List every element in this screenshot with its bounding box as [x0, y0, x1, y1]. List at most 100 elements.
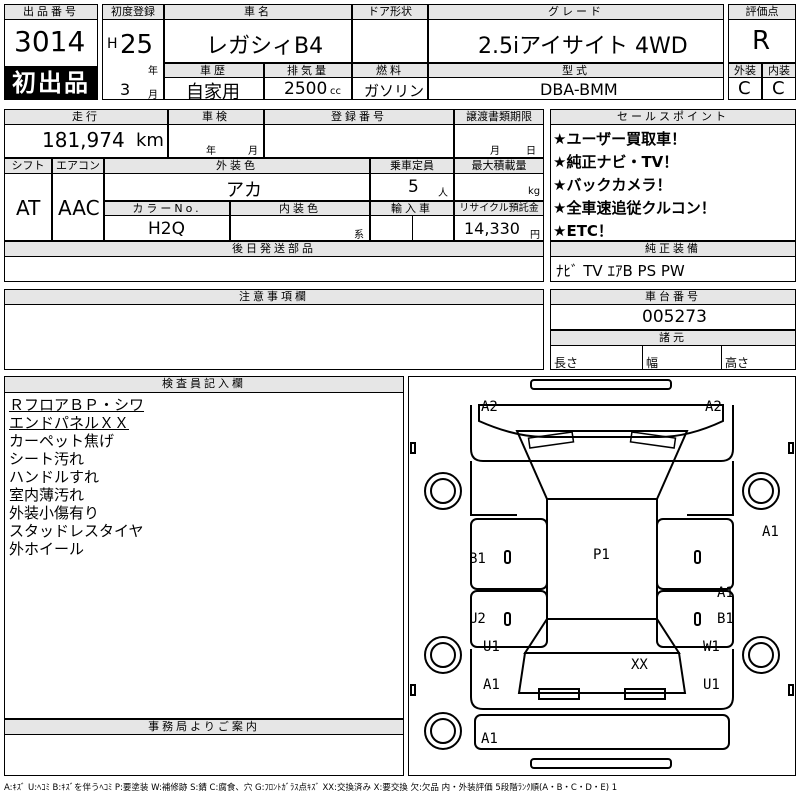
- recycle-label: リサイクル預託金: [454, 201, 544, 216]
- caution-cell: [4, 304, 544, 370]
- int-color-unit: 系: [354, 230, 364, 241]
- maxload-unit: kg: [528, 186, 541, 197]
- shift-cell: [4, 173, 52, 241]
- inspection-month-unit: 月: [248, 146, 258, 157]
- int-color-cell: [230, 215, 370, 241]
- damage-mark: W1: [703, 639, 720, 655]
- color-no: H2Q: [148, 219, 185, 239]
- specs-divider: [721, 345, 722, 370]
- genuine-equipment-cell: [550, 256, 796, 282]
- history-label: 車歴: [164, 63, 264, 78]
- shift-label: シフト: [4, 158, 52, 174]
- car-name-cell: [164, 19, 352, 63]
- specs-cell: [550, 345, 796, 370]
- grade-label: グレード: [428, 4, 724, 20]
- ext-color-label: 外装色: [104, 158, 370, 174]
- damage-mark: A1: [483, 677, 500, 693]
- mileage-cell: [4, 124, 168, 158]
- displacement-unit: cc: [330, 86, 341, 97]
- mileage: 181,974: [42, 128, 125, 152]
- displacement: 2500: [284, 79, 328, 99]
- maxload-cell: [454, 173, 544, 201]
- caution-label: 注意事項欄: [4, 289, 544, 305]
- history-cell: [164, 77, 264, 100]
- car-outline: [410, 379, 794, 769]
- damage-mark: XX: [631, 657, 648, 673]
- sales-point: ★全車速追従クルコン！: [553, 199, 716, 217]
- later-parts-cell: [4, 256, 544, 282]
- transfer-day-unit: 日: [526, 146, 536, 157]
- plate-label: 登録番号: [264, 109, 454, 125]
- model-cell: [428, 77, 724, 100]
- year-unit: 年: [148, 66, 158, 77]
- genuine-equipment: ﾅﾋﾞ TV ｴｱB PS PW: [556, 262, 685, 280]
- recycle-cell: [454, 215, 544, 241]
- office-cell: [4, 734, 404, 776]
- registration-month: 3: [120, 80, 131, 99]
- sales-point: ★ユーザー買取車！: [553, 130, 687, 148]
- aircon-label: エアコン: [52, 158, 104, 174]
- inspector-note: 外ホイール: [9, 540, 85, 558]
- damage-mark: B1: [717, 611, 734, 627]
- inspector-notes: ＲフロアＢＰ・シワ エンドパネルＸＸ カーペット焦げ シート汚れ ハンドルすれ …: [9, 396, 144, 558]
- maxload-label: 最大積載量: [454, 158, 544, 174]
- plate-cell: [264, 124, 454, 158]
- damage-mark: U1: [483, 639, 500, 655]
- damage-mark: A2: [705, 399, 722, 415]
- lot-number-label: 出品番号: [4, 4, 98, 20]
- sales-points-label: セールスポイント: [550, 109, 796, 125]
- history: 自家用: [186, 82, 240, 103]
- mileage-unit: km: [136, 130, 164, 151]
- inspector-note: カーペット焦げ: [9, 432, 115, 450]
- car-name-label: 車名: [164, 4, 352, 20]
- inspector-cell: [4, 392, 404, 719]
- car-name: レガシィB4: [206, 34, 324, 59]
- chassis-label: 車台番号: [550, 289, 796, 305]
- month-unit: 月: [148, 90, 158, 101]
- damage-mark: A1: [481, 731, 498, 747]
- capacity-unit: 人: [438, 188, 448, 199]
- chassis-cell: [550, 304, 796, 330]
- damage-mark: A1: [717, 585, 734, 601]
- door-label: ドア形状: [352, 4, 428, 20]
- first-registration-label: 初度登録: [102, 4, 164, 20]
- exterior-grade: C: [738, 78, 751, 99]
- sales-point: ★バックカメラ！: [553, 176, 672, 194]
- sales-point: ★純正ナビ・TV！: [553, 153, 679, 171]
- model: DBA-BMM: [540, 80, 618, 99]
- ext-color-cell: [104, 173, 370, 201]
- fuel: ガソリン: [364, 82, 425, 100]
- recycle: 14,330: [464, 219, 520, 238]
- displacement-label: 排気量: [264, 63, 352, 78]
- damage-mark: B1: [469, 551, 486, 567]
- interior-label: 内装: [762, 63, 796, 78]
- inspection-cell: [168, 124, 264, 158]
- inspector-note: 外装小傷有り: [9, 504, 100, 522]
- first-registration-cell: [102, 19, 164, 100]
- height-label: 高さ: [725, 356, 750, 370]
- damage-mark: P1: [593, 547, 610, 563]
- aircon: AAC: [58, 196, 100, 220]
- capacity: 5: [408, 177, 419, 197]
- int-color-label: 内装色: [230, 201, 370, 216]
- capacity-cell: [370, 173, 454, 201]
- transfer-cell: [454, 124, 544, 158]
- capacity-label: 乗車定員: [370, 158, 454, 174]
- import-divider: [412, 215, 413, 241]
- shift: AT: [16, 196, 41, 220]
- inspector-note: ＲフロアＢＰ・シワ: [9, 396, 145, 414]
- width-label: 幅: [646, 356, 659, 370]
- genuine-equipment-label: 純正装備: [550, 241, 796, 257]
- specs-divider: [642, 345, 643, 370]
- inspector-note: シート汚れ: [9, 450, 85, 468]
- lot-number: 3014: [14, 25, 86, 58]
- exterior-cell: [728, 77, 762, 100]
- inspector-note: 室内薄汚れ: [9, 486, 85, 504]
- damage-mark: A2: [481, 399, 498, 415]
- score-cell: [728, 19, 796, 63]
- fuel-label: 燃料: [352, 63, 428, 78]
- score: R: [752, 26, 771, 56]
- inspector-note: ハンドルすれ: [9, 468, 100, 486]
- inspector-label: 検査員記入欄: [4, 376, 404, 393]
- era: H: [107, 36, 118, 52]
